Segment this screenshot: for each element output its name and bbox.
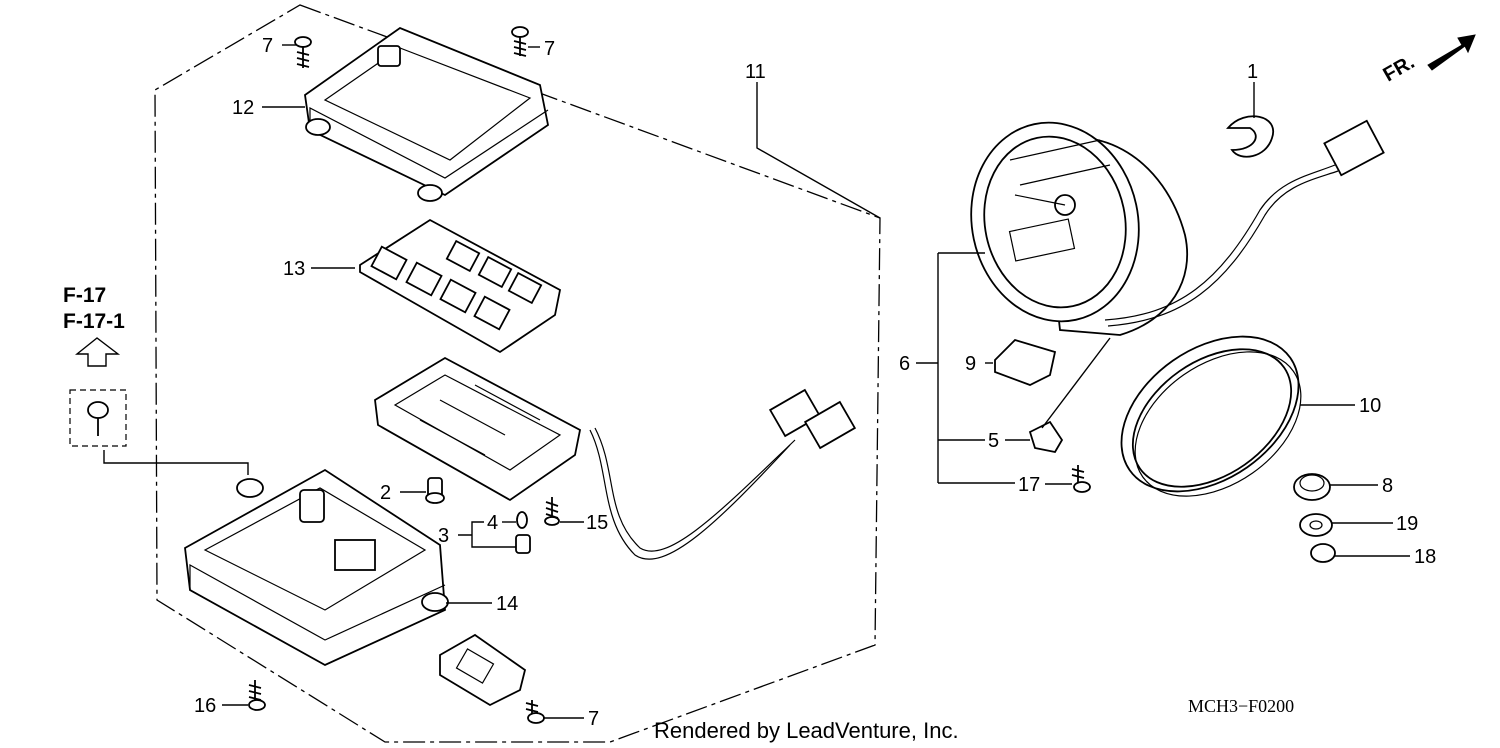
part-15-screw[interactable] [544, 497, 560, 526]
reference-label-f17-1: F-17-1 [63, 310, 125, 333]
callout-7: 7 [588, 708, 599, 730]
callout-15: 15 [586, 512, 608, 534]
callout-8: 8 [1382, 475, 1393, 497]
callout-11: 11 [745, 61, 766, 83]
part-2-bulb-socket[interactable] [425, 477, 445, 504]
callout-18: 18 [1414, 546, 1436, 568]
callout-10: 10 [1359, 395, 1381, 417]
callout-12: 12 [232, 97, 254, 119]
callout-16: 16 [194, 695, 216, 717]
part-19-washer[interactable] [1299, 513, 1333, 537]
callout-7: 7 [544, 38, 555, 60]
part-7-screw-c[interactable] [525, 700, 545, 724]
leader-lines [222, 44, 1410, 719]
callout-5: 5 [988, 430, 999, 452]
callout-7: 7 [262, 35, 273, 57]
credit-text: Rendered by LeadVenture, Inc. [654, 718, 959, 743]
part-17-screw[interactable] [1071, 465, 1091, 493]
part-14-lower-case[interactable] [184, 468, 449, 667]
part-1-cable-clip[interactable] [1226, 115, 1275, 158]
callout-14: 14 [496, 593, 518, 615]
callout-1: 1 [1247, 61, 1258, 83]
diagram-code: MCH3−F0200 [1188, 696, 1294, 716]
clamp-leader [1041, 337, 1111, 429]
part-7-screw-b[interactable] [511, 26, 529, 57]
callout-2: 2 [380, 482, 391, 504]
part-18-nut[interactable] [1310, 543, 1336, 563]
front-direction-label: FR. [1380, 51, 1419, 86]
assembly-boundary [154, 4, 881, 743]
part-5-clamp[interactable] [1028, 420, 1064, 454]
part-3-socket[interactable] [515, 534, 531, 554]
meter-harness [1104, 119, 1385, 327]
part-13-switch-panel[interactable] [359, 218, 562, 354]
callout-3: 3 [438, 525, 449, 547]
reference-leader [103, 450, 249, 475]
callout-19: 19 [1396, 513, 1418, 535]
front-direction-arrow-icon [1427, 34, 1476, 71]
part-10-meter-ring[interactable] [1092, 305, 1327, 526]
part-gasket-plate [439, 633, 527, 707]
part-6-meter-assembly[interactable] [953, 107, 1189, 337]
part-4-bulb[interactable] [516, 511, 528, 529]
part-11-switch-housing[interactable] [374, 356, 857, 560]
part-12-top-cover[interactable] [304, 26, 549, 202]
callout-13: 13 [283, 258, 305, 280]
part-7-screw-a[interactable] [294, 36, 312, 68]
part-8-grommet[interactable] [1293, 473, 1331, 501]
reference-bolt [69, 389, 127, 447]
part-9-cap[interactable] [994, 338, 1057, 386]
part-16-screw[interactable] [248, 680, 266, 711]
callout-17: 17 [1018, 474, 1040, 496]
callout-4: 4 [487, 512, 498, 534]
up-arrow-icon [75, 337, 121, 367]
callout-9: 9 [965, 353, 976, 375]
reference-label-f17: F-17 [63, 284, 106, 307]
callout-6: 6 [899, 353, 910, 375]
